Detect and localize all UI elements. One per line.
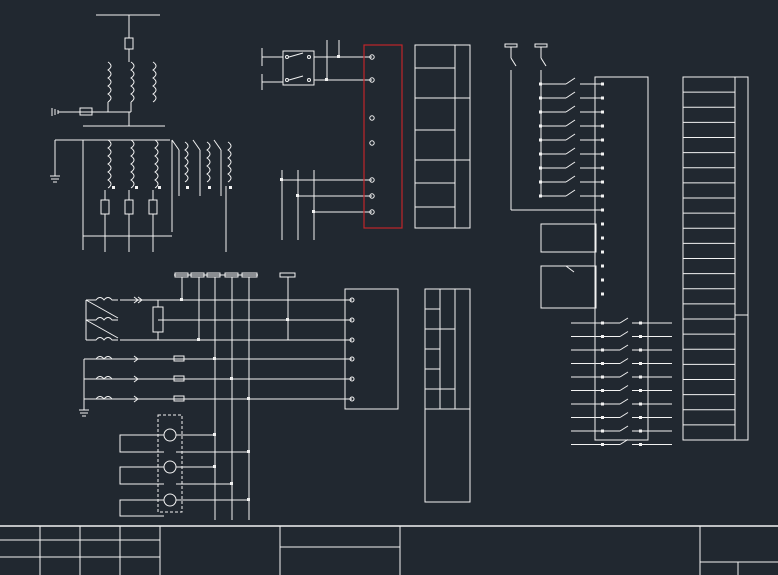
terminal-point [601, 194, 604, 198]
terminal-point [349, 356, 355, 362]
terminal-point [601, 278, 604, 282]
terminal-point [601, 152, 604, 156]
terminal-table-lower [424, 288, 471, 503]
terminal-point [369, 193, 375, 199]
terminal-point [601, 264, 604, 268]
terminal-point [601, 124, 604, 128]
terminal-point [601, 429, 604, 433]
terminal-point [369, 115, 375, 121]
terminal-point [601, 375, 604, 379]
switch-section [261, 40, 372, 240]
terminal-point [601, 166, 604, 170]
control-contacts-section [504, 43, 672, 445]
terminal-point [601, 110, 604, 114]
terminal-point [349, 317, 355, 323]
title-block [0, 525, 778, 575]
terminal-point [369, 54, 375, 60]
terminal-point [369, 77, 375, 83]
terminal-strip-lower [344, 288, 399, 410]
terminal-column-right [594, 76, 649, 446]
terminal-point [601, 389, 604, 392]
terminal-point [601, 138, 604, 142]
terminal-point [601, 222, 604, 226]
terminal-point [369, 209, 375, 215]
terminal-strip-highlighted [363, 44, 403, 229]
terminal-point [601, 443, 604, 446]
terminal-point [601, 416, 604, 419]
terminal-point [369, 177, 375, 183]
terminal-point [601, 321, 604, 325]
transformer-section [50, 14, 232, 252]
terminal-point [349, 337, 355, 343]
terminal-point [349, 396, 355, 402]
terminal-point [601, 82, 604, 86]
terminal-point [349, 376, 355, 382]
terminal-point [601, 250, 604, 254]
terminal-point [369, 140, 375, 146]
terminal-point [601, 96, 604, 100]
terminal-point [349, 297, 355, 303]
terminal-table-right [682, 76, 749, 441]
terminal-point [601, 362, 604, 365]
terminal-point [601, 180, 604, 184]
terminal-point [601, 335, 604, 338]
terminal-point [601, 208, 604, 212]
terminal-point [601, 348, 604, 352]
terminal-table-upper [414, 44, 471, 229]
terminal-point [601, 292, 604, 296]
terminal-point [601, 402, 604, 406]
secondary-circuit-section [79, 272, 352, 520]
terminal-point [601, 236, 604, 240]
